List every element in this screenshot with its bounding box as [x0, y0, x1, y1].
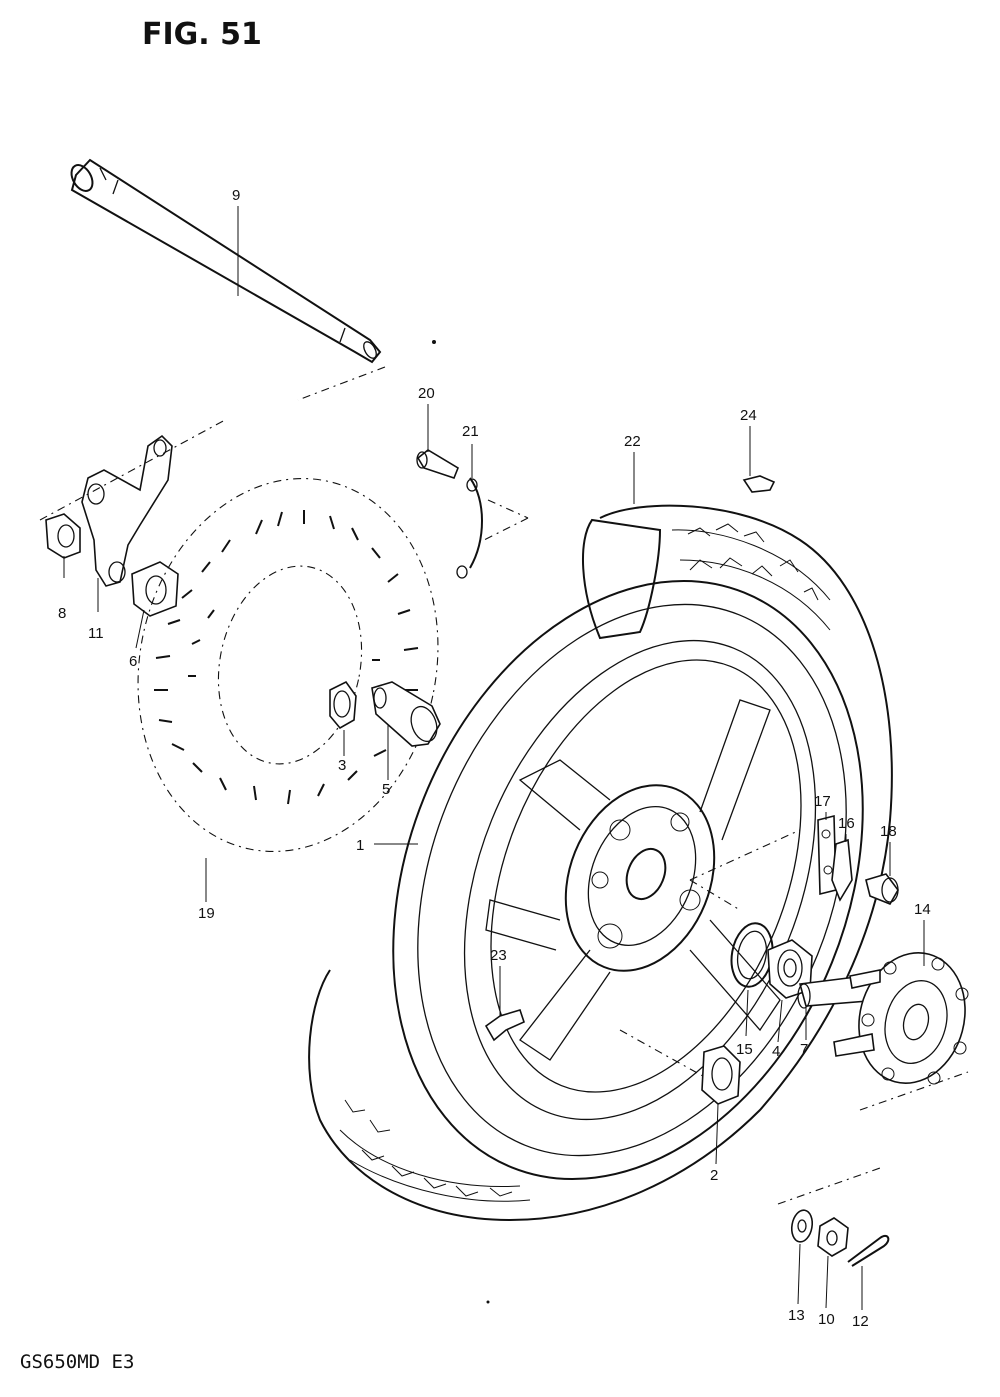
callouts: 9 8 11 6 3 5 19 1 20 21 22 24 17 16 18 1…: [58, 187, 931, 1330]
callout-8: 8: [58, 605, 66, 622]
callout-16: 16: [838, 815, 855, 832]
callout-24: 24: [740, 407, 757, 424]
callout-17: 17: [814, 793, 831, 810]
callout-23: 23: [490, 947, 507, 964]
callout-9: 9: [232, 187, 240, 204]
callout-21: 21: [462, 423, 479, 440]
axle-nut-part: [817, 1217, 849, 1257]
cotter-pin-part: [777, 1167, 890, 1267]
bearing-part: [701, 1045, 741, 1105]
speck-dot: [432, 340, 436, 344]
wheel-part: [392, 579, 864, 1181]
leader-lines: [63, 206, 925, 1310]
valve-part: [742, 475, 776, 493]
callout-11: 11: [88, 625, 104, 642]
valve-2-part: [484, 1009, 525, 1042]
callout-2: 2: [710, 1167, 718, 1184]
callout-22: 22: [624, 433, 641, 450]
caliper-bracket-part: [39, 419, 226, 617]
callout-10: 10: [818, 1311, 835, 1328]
callout-18: 18: [880, 823, 897, 840]
callout-6: 6: [129, 653, 137, 670]
callout-19: 19: [198, 905, 215, 922]
lock-plate-part: [456, 477, 529, 579]
callout-4: 4: [772, 1043, 780, 1060]
tire-part: [308, 504, 893, 1222]
callout-5: 5: [382, 781, 390, 798]
callout-14: 14: [914, 901, 931, 918]
callout-13: 13: [788, 1307, 805, 1324]
bolt-2-part: [865, 873, 899, 906]
rear-hub-part: [797, 952, 969, 1111]
figure-title: FIG. 51: [142, 17, 262, 52]
spacer-part: [371, 681, 441, 747]
callout-20: 20: [418, 385, 435, 402]
washer-part: [790, 1209, 814, 1243]
callout-3: 3: [338, 757, 346, 774]
callout-1: 1: [356, 837, 364, 854]
callout-12: 12: [852, 1313, 869, 1330]
axle-part: [70, 158, 386, 401]
brake-disc-part: [137, 478, 439, 852]
callout-7: 7: [800, 1041, 808, 1058]
bolt-part: [416, 449, 459, 479]
collar-part: [329, 680, 357, 730]
callout-15: 15: [736, 1041, 753, 1058]
model-code: GS650MD E3: [20, 1351, 134, 1373]
speck-dot: [486, 1300, 490, 1304]
